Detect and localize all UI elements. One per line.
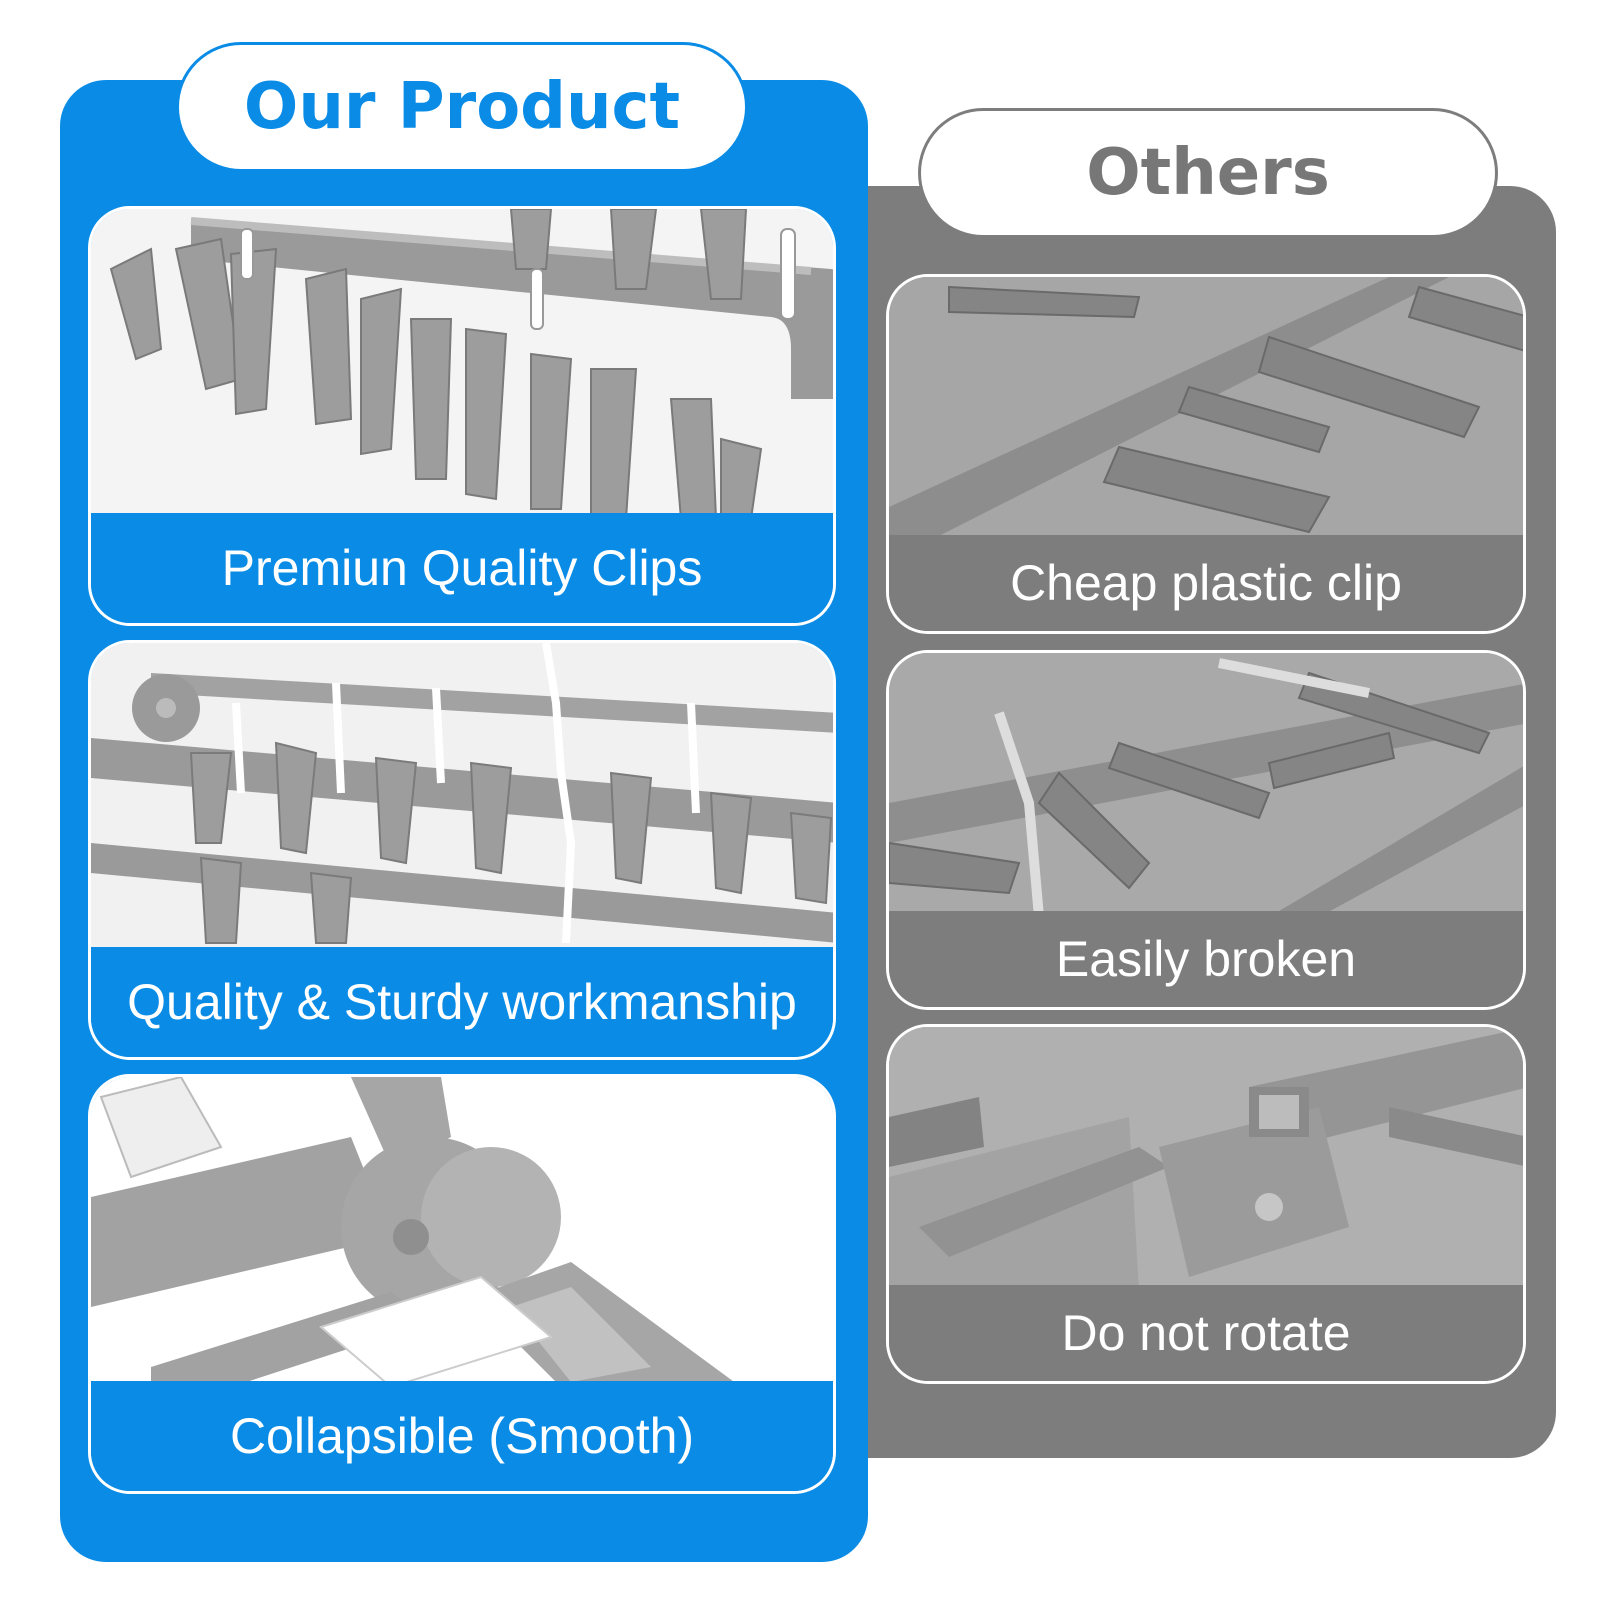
others-card-do-not-rotate: Do not rotate: [886, 1024, 1526, 1384]
our-card-collapsible-caption: Collapsible (Smooth): [91, 1381, 833, 1491]
workmanship-photo: [91, 643, 833, 953]
our-card-workmanship-caption: Quality & Sturdy workmanship: [91, 947, 833, 1057]
our-card-collapsible: Collapsible (Smooth): [88, 1074, 836, 1494]
clips-photo: [91, 209, 833, 519]
others-card-cheap-clip: Cheap plastic clip: [886, 274, 1526, 634]
easily-broken-photo: [889, 653, 1523, 917]
others-card-easily-broken-caption: Easily broken: [889, 911, 1523, 1007]
our-product-title: Our Product: [176, 42, 748, 172]
collapsible-photo: [91, 1077, 833, 1387]
others-title: Others: [918, 108, 1498, 238]
others-card-easily-broken: Easily broken: [886, 650, 1526, 1010]
others-card-do-not-rotate-caption: Do not rotate: [889, 1285, 1523, 1381]
do-not-rotate-photo: [889, 1027, 1523, 1291]
others-card-cheap-clip-caption: Cheap plastic clip: [889, 535, 1523, 631]
our-card-workmanship: Quality & Sturdy workmanship: [88, 640, 836, 1060]
our-card-clips: Premiun Quality Clips: [88, 206, 836, 626]
cheap-clip-photo: [889, 277, 1523, 541]
our-card-clips-caption: Premiun Quality Clips: [91, 513, 833, 623]
